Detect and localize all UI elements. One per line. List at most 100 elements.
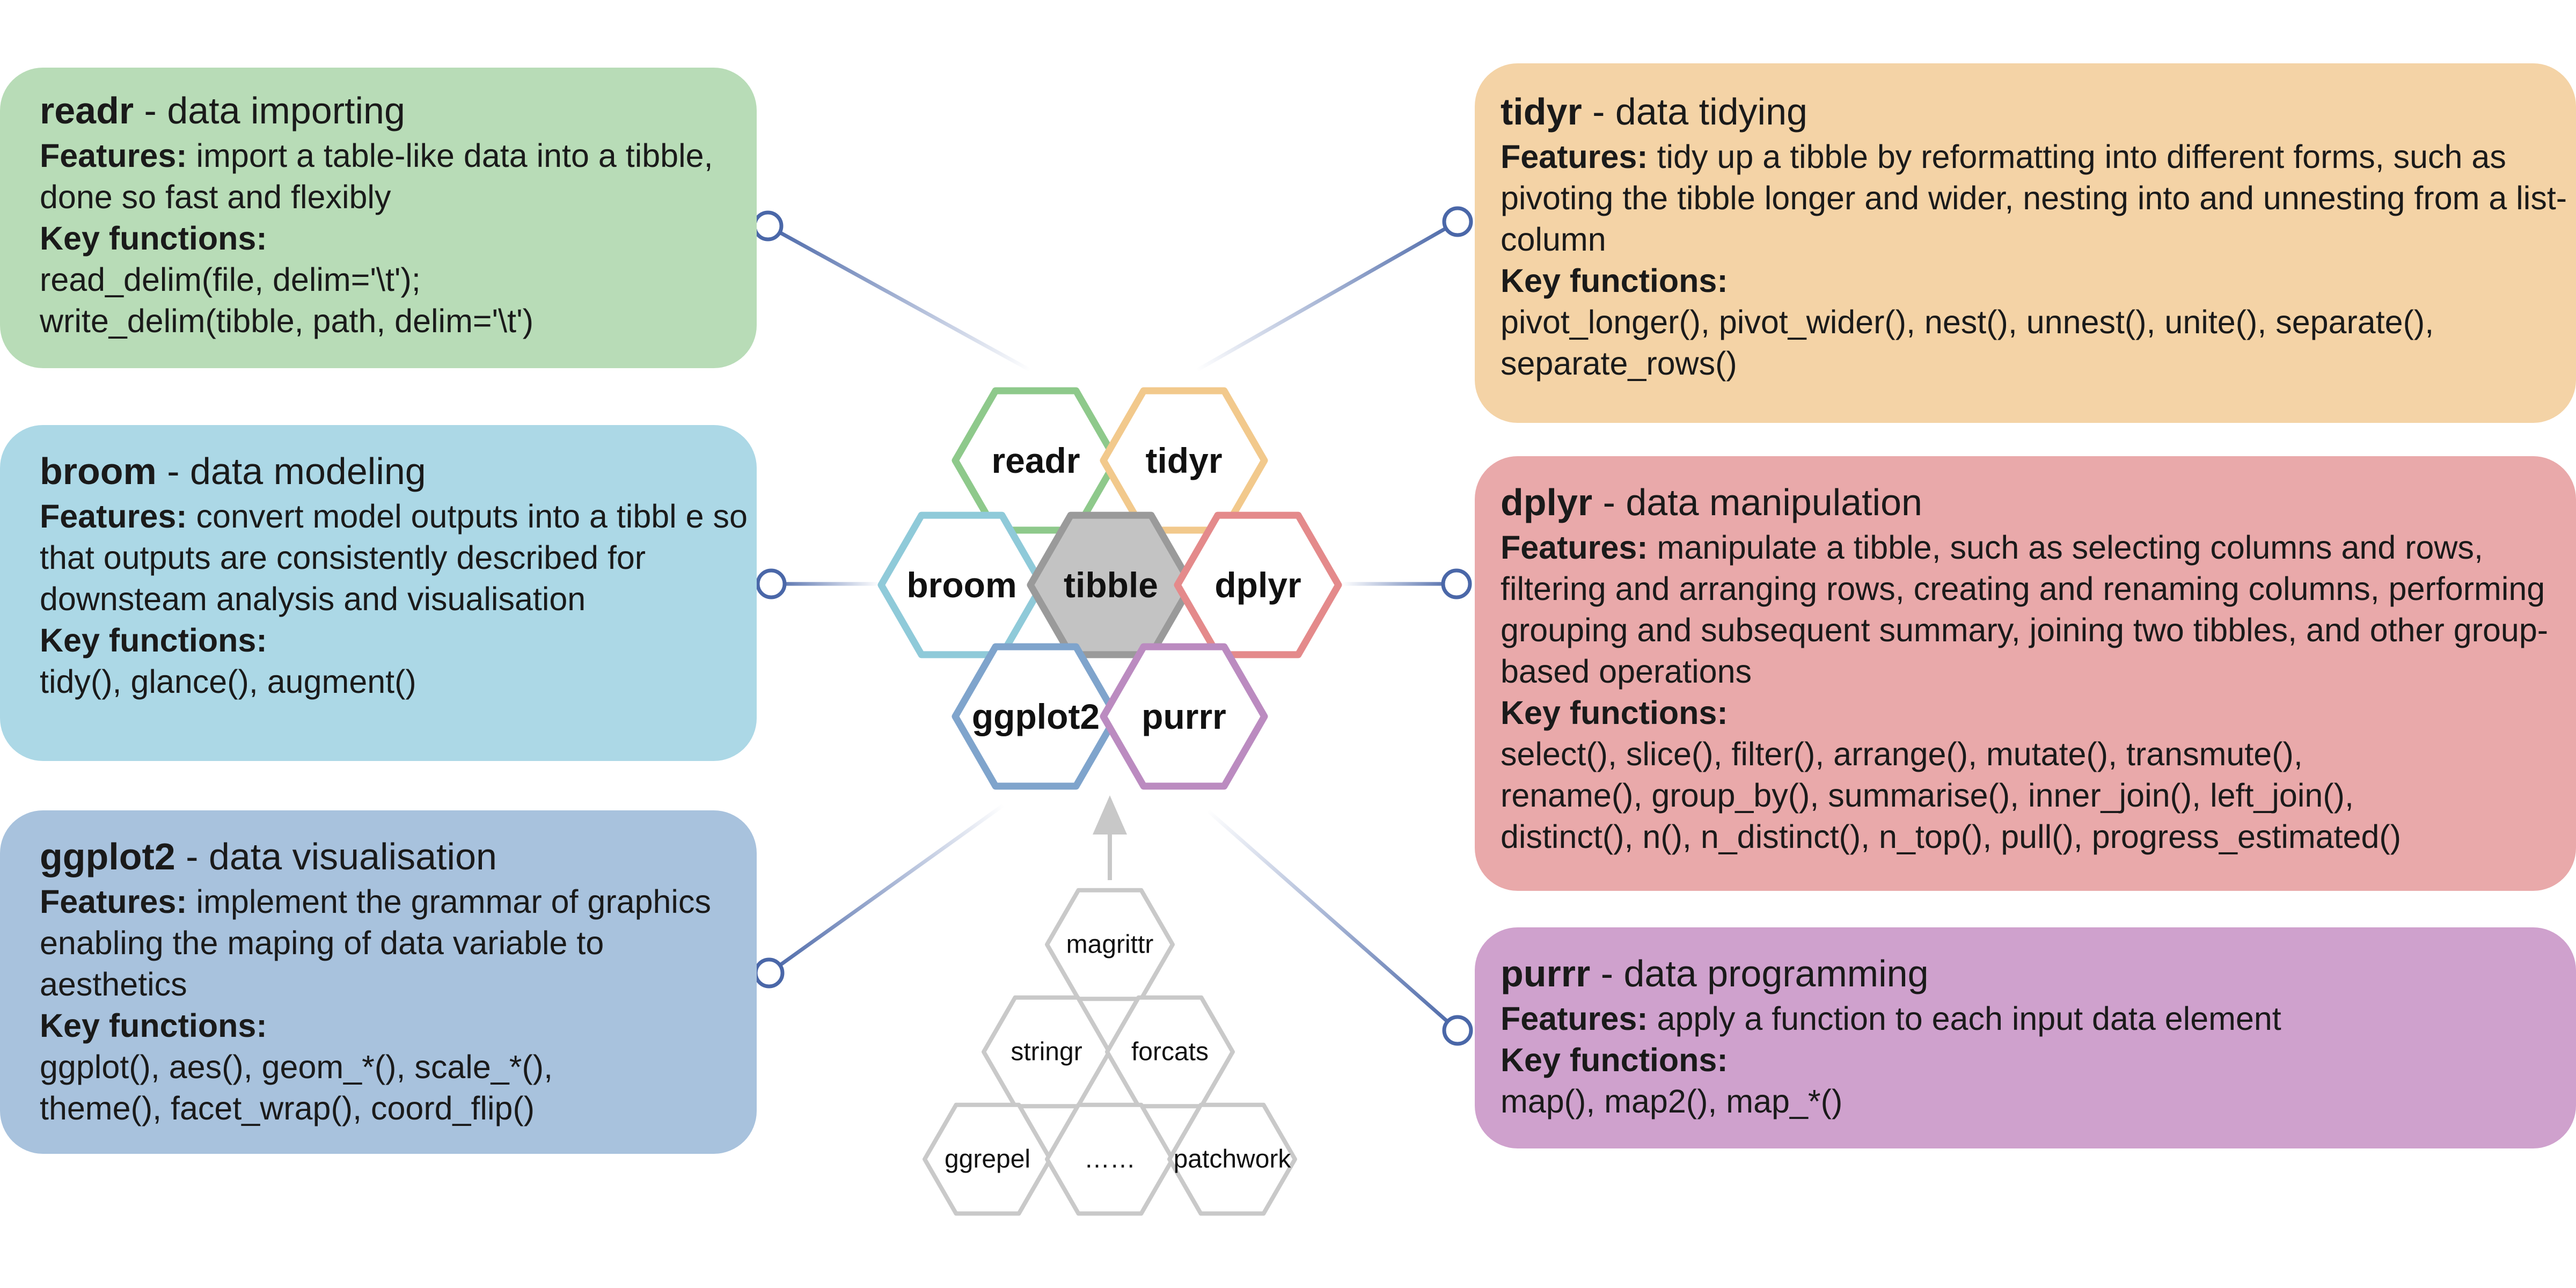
function-line: map(), map2(), map_*() [1501,1083,1843,1119]
hex-shape-extra-patchwork [1167,1102,1297,1216]
function-line: write_delim(tibble, path, delim='\t') [40,303,534,339]
card-readr: readr - data importing Features: import … [0,68,757,368]
hex-label-extra-magrittr: magrittr [1066,931,1154,959]
hex-label-ggplot2: ggplot2 [972,697,1100,736]
card-title: broom - data modeling [40,449,757,494]
connector-tidyr [1196,219,1459,372]
features-text: Features: apply a function to each input… [1501,998,2576,1040]
hex-extra-ggrepel: ggrepel [923,1102,1052,1216]
hex-broom: broom [877,511,1046,658]
key-functions-label: Key functions: [40,1007,267,1044]
card-subtitle: - data modeling [156,450,426,492]
connector-node-dplyr [1441,568,1472,599]
card-subtitle: - data tidying [1582,91,1807,133]
hex-shape-extra-ellipsis [1045,1102,1175,1216]
card-subtitle: - data importing [134,90,405,131]
connector-node-broom [756,568,787,599]
function-line: read_delim(file, delim='\t'); [40,261,421,298]
connector-node-purrr [1442,1015,1473,1046]
hex-shape-extra-ggrepel [923,1102,1052,1216]
hex-label-extra-forcats: forcats [1131,1038,1209,1066]
hex-label-purrr: purrr [1141,697,1226,736]
hex-tibble: tibble [1027,511,1195,658]
function-line: separate_rows() [1501,345,1737,382]
function-line: rename(), group_by(), summarise(), inner… [1501,777,2354,814]
features-label: Features: [40,883,187,920]
hex-label-extra-ggrepel: ggrepel [945,1145,1030,1174]
hex-label-readr: readr [991,441,1080,480]
features-description: manipulate a tibble, such as selecting c… [1501,529,2549,690]
function-line: distinct(), n(), n_distinct(), n_top(), … [1501,818,2402,855]
features-label: Features: [40,137,187,174]
features-text: Features: implement the grammar of graph… [40,881,757,1005]
card-title: purrr - data programming [1501,951,2576,996]
package-name: readr [40,90,134,131]
hex-purrr: purrr [1100,643,1268,790]
card-ggplot2: ggplot2 - data visualisation Features: i… [0,810,757,1154]
features-description: import a table-like data into a tibble, … [40,137,713,215]
hex-label-extra-patchwork: patchwork [1174,1145,1292,1174]
package-name: tidyr [1501,91,1582,133]
features-label: Features: [1501,138,1648,175]
hex-extra-patchwork: patchwork [1167,1102,1297,1216]
package-name: ggplot2 [40,836,175,877]
features-label: Features: [40,498,187,535]
card-title: tidyr - data tidying [1501,89,2576,134]
card-purrr: purrr - data programming Features: apply… [1475,927,2576,1148]
hex-ggplot2: ggplot2 [952,643,1120,790]
features-text: Features: import a table-like data into … [40,135,757,218]
key-functions-label: Key functions: [1501,262,1728,299]
hex-tidyr: tidyr [1100,387,1268,534]
package-name: broom [40,450,157,492]
connector-node-tidyr [1442,206,1473,237]
key-functions-label: Key functions: [40,622,267,658]
package-name: dplyr [1501,481,1593,523]
hex-extra-ellipsis: …… [1045,1102,1175,1216]
function-line: tidy(), glance(), augment() [40,663,416,700]
key-functions-label: Key functions: [1501,694,1728,731]
features-text: Features: tidy up a tibble by reformatti… [1501,136,2576,260]
hex-shape-dplyr [1174,511,1342,658]
hex-dplyr: dplyr [1174,511,1342,658]
features-text: Features: convert model outputs into a t… [40,496,757,620]
features-label: Features: [1501,1000,1648,1037]
function-line: ggplot(), aes(), geom_*(), scale_*(), [40,1049,553,1085]
function-line: pivot_longer(), pivot_wider(), nest(), u… [1501,304,2434,340]
function-line: theme(), facet_wrap(), coord_flip() [40,1090,535,1126]
hex-label-extra-ellipsis: …… [1084,1145,1136,1174]
card-subtitle: - data programming [1590,953,1929,994]
card-title: dplyr - data manipulation [1501,480,2576,525]
features-description: apply a function to each input data elem… [1648,1000,2281,1037]
package-name: purrr [1501,953,1591,994]
connector-purrr [1206,809,1459,1032]
connector-readr [767,224,1031,372]
hex-label-broom: broom [906,565,1016,605]
card-subtitle: - data manipulation [1592,481,1922,523]
hex-extra-stringr: stringr [982,995,1111,1109]
arrow-up-icon [1093,795,1127,835]
card-title: ggplot2 - data visualisation [40,834,757,879]
card-subtitle: - data visualisation [175,836,497,877]
card-tidyr: tidyr - data tidying Features: tidy up a… [1475,63,2576,423]
hex-label-dplyr: dplyr [1214,565,1301,605]
hex-label-tidyr: tidyr [1145,441,1222,480]
function-line: select(), slice(), filter(), arrange(), … [1501,736,2303,772]
hex-extra-forcats: forcats [1105,995,1235,1109]
features-text: Features: manipulate a tibble, such as s… [1501,527,2576,692]
features-description: implement the grammar of graphics enabli… [40,883,711,1002]
hex-shape-ggplot2 [952,643,1120,790]
features-description: convert model outputs into a tibbl e so … [40,498,748,617]
features-description: tidy up a tibble by reformatting into di… [1501,138,2567,258]
key-functions-label: Key functions: [40,220,267,257]
card-dplyr: dplyr - data manipulation Features: mani… [1475,456,2576,891]
card-title: readr - data importing [40,88,757,133]
hex-extra-magrittr: magrittr [1045,888,1175,1001]
key-functions-label: Key functions: [1501,1042,1728,1078]
features-label: Features: [1501,529,1648,566]
hex-readr: readr [952,387,1120,534]
card-broom: broom - data modeling Features: convert … [0,425,757,761]
hex-label-tibble: tibble [1064,565,1158,605]
hex-shape-purrr [1100,643,1268,790]
